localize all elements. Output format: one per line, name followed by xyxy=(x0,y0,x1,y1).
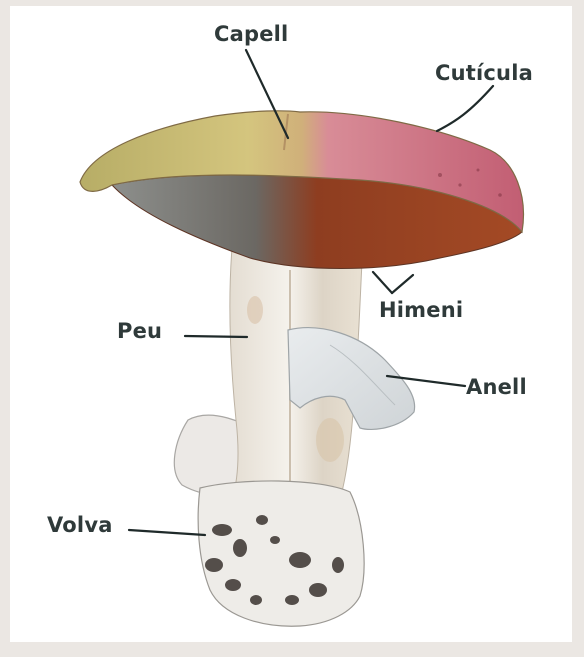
volva-shape xyxy=(198,481,364,626)
himeni-leader-b xyxy=(392,275,413,293)
label-capell: Capell xyxy=(214,24,288,45)
himeni-leader-a xyxy=(373,272,392,293)
label-volva: Volva xyxy=(47,515,113,536)
cuticula-leader xyxy=(437,86,493,131)
label-peu: Peu xyxy=(117,321,162,342)
label-anell: Anell xyxy=(466,377,527,398)
label-cuticula: Cutícula xyxy=(435,63,533,84)
volva-leader xyxy=(129,530,205,535)
peu-leader xyxy=(185,336,247,337)
label-himeni: Himeni xyxy=(379,300,463,321)
